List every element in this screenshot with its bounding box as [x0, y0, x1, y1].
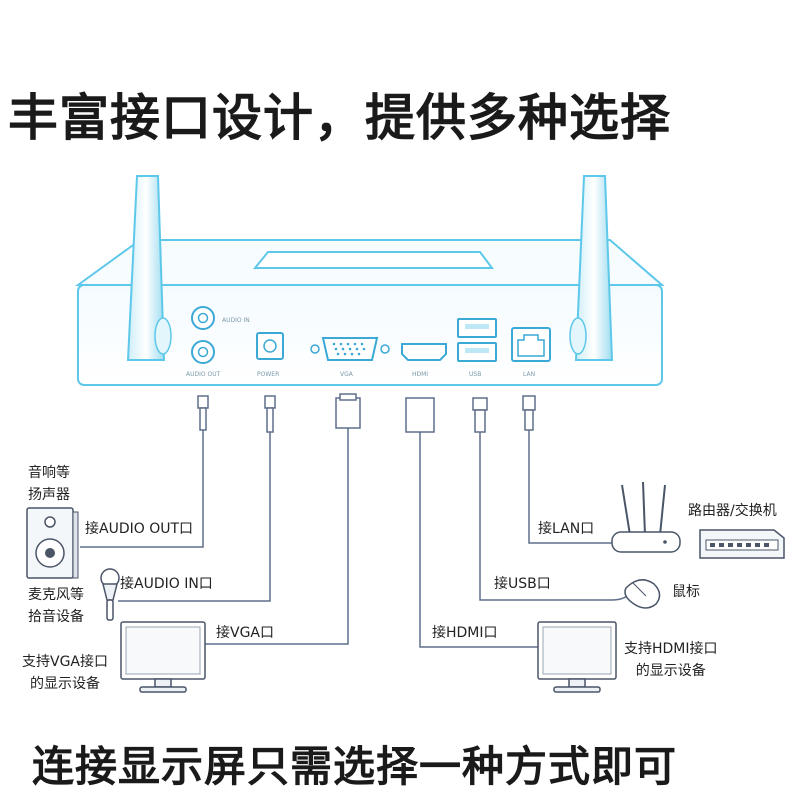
router-label: 路由器/交换机	[688, 503, 777, 519]
audio-in-port-label: AUDIO IN	[222, 317, 250, 324]
antenna-right-base	[569, 317, 587, 355]
router-icon	[611, 481, 681, 553]
antenna-left	[126, 175, 166, 361]
vga-connection-label: 接VGA口	[216, 625, 275, 641]
hdmi-plug	[405, 397, 435, 433]
vga-plug-tip	[339, 393, 357, 401]
usb-port-top-tongue	[465, 324, 489, 329]
usb-plug-body	[474, 409, 486, 433]
lan-connection-label: 接LAN口	[538, 521, 595, 537]
antenna-left-base	[154, 317, 172, 355]
power-plug	[264, 395, 276, 409]
power-port-core	[263, 339, 277, 353]
vga-monitor-icon	[120, 621, 206, 693]
speaker-icon	[26, 507, 79, 579]
power-port-label: POWER	[257, 371, 279, 378]
speaker-label: 音响等 扬声器	[28, 465, 70, 503]
audio-in-connection-label: 接AUDIO IN口	[120, 576, 213, 592]
lan-plug	[522, 395, 536, 411]
usb-connection-label: 接USB口	[494, 576, 551, 592]
vga-port-pins	[332, 342, 366, 356]
lan-plug-body	[524, 409, 534, 431]
hdmi-display-label: 支持HDMI接口 的显示设备	[624, 641, 718, 679]
hdmi-port-label: HDMI	[412, 371, 428, 378]
audio-in-cable	[118, 432, 271, 602]
hdmi-connection-label: 接HDMI口	[432, 625, 498, 641]
mouse-label: 鼠标	[672, 584, 700, 600]
vga-cable	[205, 428, 349, 645]
audio-out-port	[191, 340, 215, 364]
lan-port-label: LAN	[523, 371, 535, 378]
usb-plug	[472, 397, 488, 411]
audio-out-port-label: AUDIO OUT	[186, 371, 221, 378]
hdmi-cable	[419, 432, 540, 648]
connector-plugs	[197, 393, 536, 433]
audio-out-port-core	[197, 346, 209, 358]
usb-port-label: USB	[469, 371, 481, 378]
audio-out-cable	[80, 430, 204, 548]
lan-port	[511, 327, 551, 362]
hdmi-monitor-icon	[537, 621, 617, 693]
device-top-panel	[252, 251, 494, 269]
audio-out-plug-body	[199, 407, 207, 431]
audio-out-plug	[197, 395, 209, 409]
vga-display-label: 支持VGA接口 的显示设备	[22, 654, 109, 692]
vga-screw-right	[380, 344, 390, 354]
audio-in-port-core	[197, 312, 209, 324]
nvr-device: AUDIO IN AUDIO OUT POWER VGA HDMI	[74, 175, 665, 386]
mouse-icon	[624, 579, 661, 609]
hdmi-port	[401, 343, 447, 361]
cables	[80, 428, 633, 648]
switch-icon	[699, 529, 785, 559]
microphone-icon	[100, 568, 120, 621]
page-title: 丰富接口设计，提供多种选择	[8, 89, 671, 147]
lan-cable	[528, 430, 612, 544]
power-port	[256, 332, 284, 360]
footer-caption: 连接显示屏只需选择一种方式即可	[32, 742, 678, 791]
microphone-label: 麦克风等 拾音设备	[28, 587, 84, 625]
audio-in-port	[191, 306, 215, 330]
audio-out-connection-label: 接AUDIO OUT口	[85, 521, 194, 537]
vga-port-label: VGA	[340, 371, 354, 378]
usb-port-bottom-tongue	[465, 348, 489, 353]
vga-screw-left	[310, 344, 320, 354]
power-plug-body	[266, 407, 274, 433]
antenna-right	[574, 175, 614, 361]
vga-plug	[335, 397, 361, 429]
lan-port-socket	[517, 334, 545, 357]
